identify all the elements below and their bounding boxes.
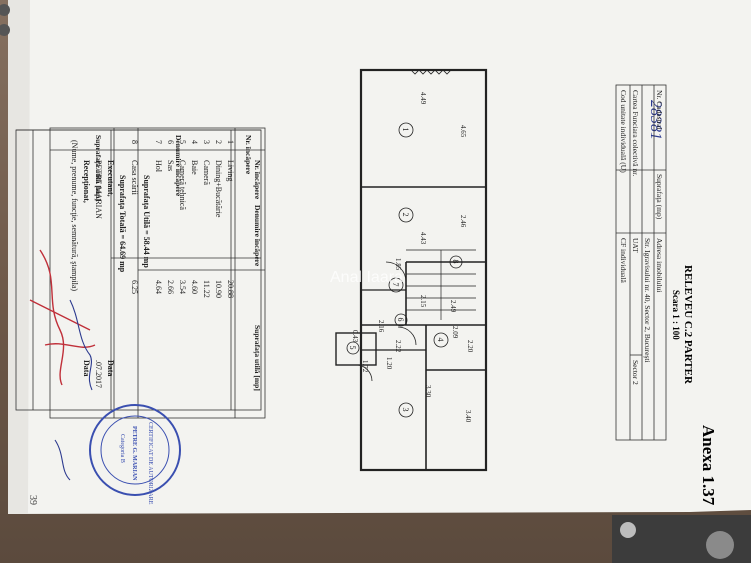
svg-text:2.22: 2.22: [394, 340, 402, 353]
cad-cell-0-1: Suprafaţa (mp): [655, 174, 664, 220]
reception-label: Recepţionat,: [82, 160, 91, 203]
svg-text:2.66: 2.66: [166, 280, 175, 294]
room-row-5: Cameră tehnică: [178, 160, 187, 210]
svg-text:.07.2017: .07.2017: [94, 360, 103, 388]
svg-text:4.64: 4.64: [154, 280, 163, 294]
cad-cell-0-2: Adresa imobilului: [655, 238, 664, 292]
watermark: Anal Iaara: [330, 269, 403, 286]
svg-text:2.46: 2.46: [459, 215, 467, 228]
rooms-number-column: 1 2 3 4 5 6 7 8: [130, 140, 235, 144]
cad-cell-2-2: Sector 2: [631, 360, 640, 385]
svg-text:4: 4: [436, 338, 445, 342]
svg-text:8: 8: [130, 140, 139, 144]
svg-text:Data: Data: [106, 360, 115, 376]
svg-text:2: 2: [214, 140, 223, 144]
svg-text:7: 7: [391, 283, 400, 287]
rooms-header-nr: Nr. încăpere: [244, 135, 253, 175]
room-row-6: Sas: [166, 160, 175, 171]
svg-text:4.43: 4.43: [419, 232, 427, 245]
page-number: 39: [27, 495, 38, 505]
svg-text:1.85: 1.85: [394, 258, 402, 271]
svg-text:2: 2: [401, 213, 410, 217]
svg-text:Nr. încăpere: Nr. încăpere: [253, 160, 262, 200]
svg-text:2.20: 2.20: [466, 340, 474, 353]
svg-text:4.65: 4.65: [459, 125, 467, 138]
room-row-1: Living: [226, 160, 235, 181]
svg-text:20.88: 20.88: [226, 280, 235, 298]
annex-label: Anexa 1.37: [699, 425, 718, 506]
executant-label: Executant,: [106, 160, 115, 197]
svg-text:1.72: 1.72: [361, 360, 369, 373]
stamp-name: PETRE G. MARIAN: [131, 426, 137, 481]
useful-total: Suprafaţa Utilă = 58.44 mp: [142, 175, 151, 268]
svg-text:1: 1: [401, 128, 410, 132]
floor-plan: [335, 68, 488, 472]
room-row-4: Baie: [190, 160, 199, 175]
svg-text:4.49: 4.49: [419, 92, 427, 105]
binder-clip: [612, 515, 751, 563]
svg-text:6: 6: [396, 318, 405, 322]
svg-text:8: 8: [451, 260, 460, 264]
svg-text:2.16: 2.16: [377, 320, 385, 333]
document-scale: Scara 1 : 100: [671, 290, 681, 340]
svg-text:2.09: 2.09: [451, 326, 459, 339]
svg-text:Suprafaţa utilă [mp]: Suprafaţa utilă [mp]: [253, 325, 262, 391]
cadastral-table: [615, 84, 667, 441]
official-stamp: CERTIFICAT DE AUTORIZARE PETRE G. MARIAN…: [89, 404, 181, 505]
stair-row: Casa scării: [130, 160, 139, 196]
svg-text:5: 5: [178, 140, 187, 144]
svg-text:7: 7: [154, 140, 163, 144]
cad-cell-2-0: Cartea Funciara colectivă nr.: [631, 90, 640, 176]
cad-cell-3-0: Cod unitate individuală (U): [619, 90, 628, 173]
svg-text:3: 3: [202, 140, 211, 144]
svg-text:3.30: 3.30: [424, 385, 432, 398]
rooms-table: [15, 129, 262, 411]
stamp-category: Categoria B: [119, 434, 125, 463]
svg-text:1: 1: [226, 140, 235, 144]
svg-text:11.22: 11.22: [202, 280, 211, 298]
executant-name: PETRE MARIAN: [94, 160, 103, 219]
stamp-outer-text: CERTIFICAT DE AUTORIZARE: [147, 422, 153, 505]
grand-total: Suprafaţa Totală = 64.69 mp: [118, 175, 127, 273]
cad-cell-0-0: Nr. Cadastral: [655, 90, 664, 130]
svg-text:5: 5: [348, 346, 357, 350]
spiral-binding: [0, 4, 10, 36]
svg-text:4.60: 4.60: [190, 280, 199, 294]
svg-text:3.54: 3.54: [178, 280, 187, 294]
svg-text:3: 3: [401, 408, 410, 412]
red-signature: [29, 249, 96, 386]
svg-text:4: 4: [190, 140, 199, 144]
cad-cell-2-1: UAT: [631, 238, 640, 253]
paper-sheet: [8, 0, 751, 514]
svg-text:Data: Data: [82, 360, 91, 376]
room-numbers: 1 2 3 4 5 6 7 8: [346, 122, 463, 418]
svg-text:0.43: 0.43: [351, 330, 359, 343]
blue-signature: [54, 299, 93, 481]
svg-text:2.15: 2.15: [419, 295, 427, 308]
svg-text:10.90: 10.90: [214, 280, 223, 298]
rooms-header-area: Suprafaţa utilă [mp]: [94, 135, 103, 201]
room-row-7: Hol: [154, 160, 163, 173]
plan-dimensions: 4.49 4.65 2.46 4.43 1.85 2.15 2.49 2.09 …: [351, 92, 474, 423]
svg-text:6: 6: [166, 140, 175, 144]
document-title: RELEVEU C.2 PARTER: [682, 265, 694, 385]
rooms-header-name: Denumire încăpere: [174, 135, 183, 197]
reception-note: (Nume, prenume, funcţie, semnătură, ştam…: [70, 140, 79, 291]
handwritten-cadastral-number: 28381: [647, 100, 664, 140]
svg-text:3.40: 3.40: [464, 410, 472, 423]
svg-text:1.20: 1.20: [385, 357, 393, 370]
svg-text:Denumire încăpere: Denumire încăpere: [253, 205, 262, 267]
rooms-table-rows: Living 20.88 Dining+Bucătărie 10.90 Came…: [70, 140, 235, 388]
svg-text:2.49: 2.49: [449, 300, 457, 313]
svg-text:6.25: 6.25: [130, 280, 139, 294]
room-row-3: Cameră: [202, 160, 211, 185]
room-row-2: Dining+Bucătărie: [214, 160, 223, 218]
cad-cell-3-1: CF individuală: [619, 238, 628, 283]
cad-cell-1-2: Str. Igravisului nr. 40, Sector 2, Bucur…: [643, 238, 652, 363]
